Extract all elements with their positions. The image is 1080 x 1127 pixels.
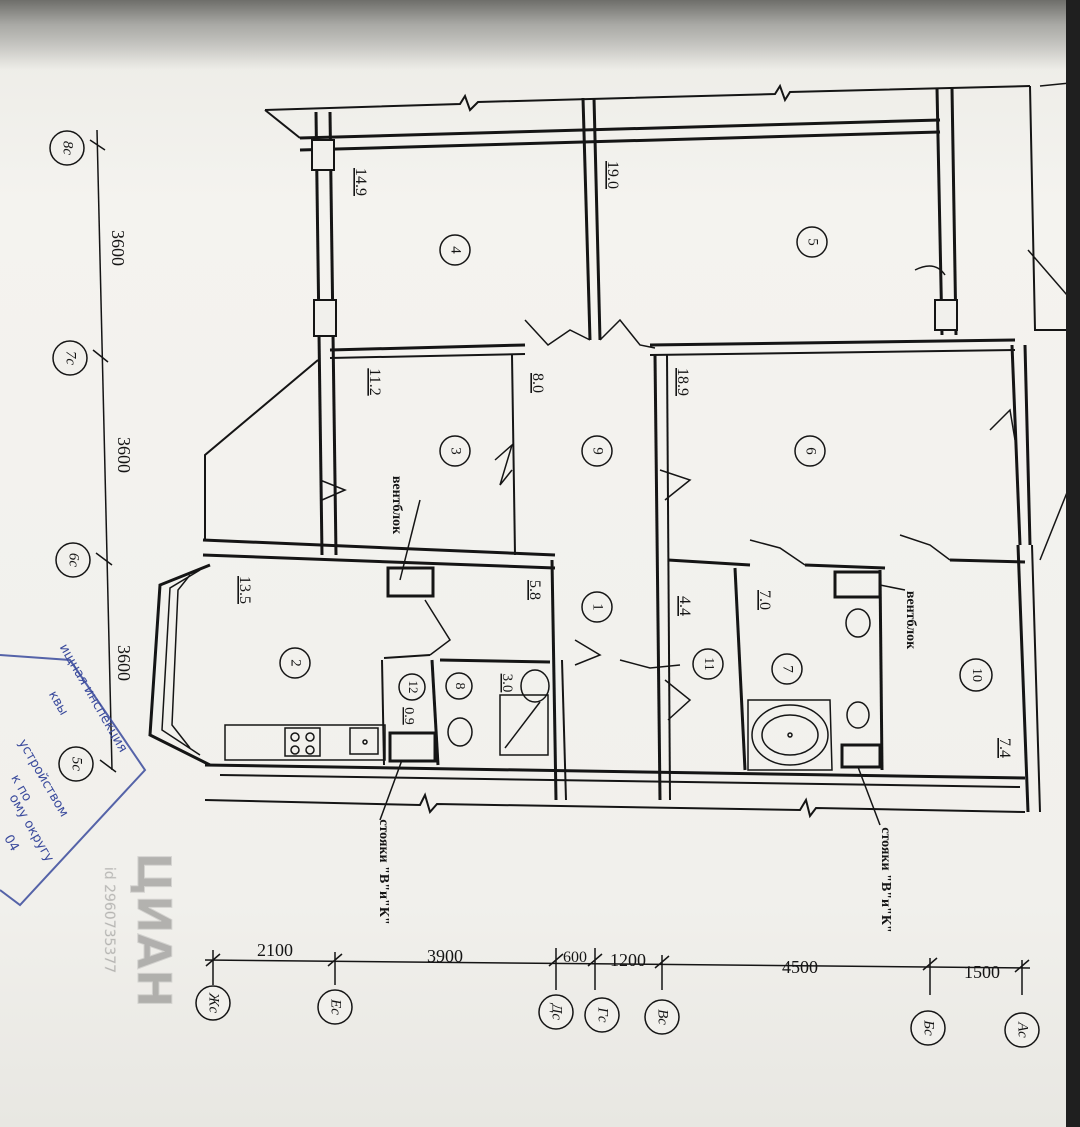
room-2-area: 13.5 — [236, 576, 253, 604]
svg-text:Бс: Бс — [921, 1019, 937, 1036]
room-10-area: 7.4 — [996, 738, 1013, 758]
svg-text:ЦИАН: ЦИАН — [127, 852, 181, 1007]
svg-text:6: 6 — [803, 447, 819, 455]
svg-text:7с: 7с — [63, 351, 79, 366]
room-6-number: 6 — [794, 435, 826, 467]
axis-zhc: Жс — [195, 985, 231, 1021]
ventblok-label-1: вентблок — [389, 476, 404, 535]
svg-text:04: 04 — [0, 832, 21, 854]
room-1-number: 1 — [581, 591, 613, 623]
svg-text:600: 600 — [563, 949, 587, 966]
stoyaki-label-1: стояки "В"и"К" — [376, 819, 391, 925]
svg-text:Гс: Гс — [595, 1006, 611, 1023]
room-9-number: 9 — [581, 435, 613, 467]
room-2-number: 2 — [279, 647, 311, 679]
stove — [284, 727, 321, 757]
svg-text:8с: 8с — [60, 141, 76, 156]
room-6-area: 18.9 — [674, 368, 691, 396]
axis-ec: Ес — [317, 989, 353, 1025]
axis-7c: 7с — [52, 340, 88, 376]
svg-text:2: 2 — [288, 659, 304, 667]
ventblok-label-2: вентблок — [903, 591, 918, 650]
room-areas: 5.8 13.5 11.2 14.9 19.0 18.9 7.0 3.0 8.0… — [236, 161, 1013, 758]
room-5-area: 19.0 — [604, 161, 621, 189]
stoyaki-label-2: стояки "В"и"К" — [878, 827, 893, 933]
svg-text:12: 12 — [406, 681, 421, 694]
axis-8c: 8с — [49, 130, 85, 166]
svg-text:6с: 6с — [66, 553, 82, 568]
svg-text:9: 9 — [590, 447, 606, 455]
axis-markers-bottom: Жс Ес Дс Гс Вс Бс — [195, 985, 1040, 1048]
room-9-area: 8.0 — [529, 373, 546, 393]
axis-6c: 6с — [55, 542, 91, 578]
room-7-number: 7 — [771, 653, 803, 685]
svg-text:3600: 3600 — [108, 230, 128, 266]
room-5-number: 5 — [796, 226, 828, 258]
sink — [349, 727, 379, 755]
ventblok-1-shaft — [386, 566, 435, 598]
svg-text:Ес: Ес — [328, 998, 344, 1015]
svg-text:Ас: Ас — [1015, 1021, 1031, 1038]
cian-watermark: ЦИАН id 2960735377 — [101, 852, 182, 1008]
room-3-area: 11.2 — [366, 368, 383, 395]
walls — [148, 81, 1080, 819]
svg-text:3: 3 — [448, 447, 464, 455]
svg-text:квы: квы — [45, 688, 71, 718]
svg-text:4500: 4500 — [782, 957, 818, 977]
room-8-number: 8 — [445, 672, 473, 700]
svg-text:1200: 1200 — [610, 950, 646, 970]
svg-text:3600: 3600 — [114, 645, 134, 681]
svg-text:5: 5 — [805, 238, 821, 246]
axis-5c: 5с — [58, 746, 94, 782]
room-numbers: 1 2 3 4 5 6 7 — [279, 226, 993, 701]
svg-text:7: 7 — [780, 665, 796, 673]
room-3-number: 3 — [439, 435, 471, 467]
svg-text:id 2960735377: id 2960735377 — [101, 867, 117, 973]
axis-ac: Ас — [1004, 1012, 1040, 1048]
axis-dc: Дс — [538, 994, 574, 1030]
svg-text:Вс: Вс — [655, 1009, 671, 1025]
room-1-area: 5.8 — [526, 580, 543, 600]
room-11-number: 11 — [692, 648, 724, 680]
svg-text:5с: 5с — [69, 757, 85, 772]
axis-gc: Гс — [584, 997, 620, 1033]
svg-text:2100: 2100 — [257, 940, 293, 960]
room-4-number: 4 — [439, 234, 471, 266]
axis-vc: Вс — [644, 999, 680, 1035]
svg-text:1500: 1500 — [964, 962, 1000, 982]
svg-text:1: 1 — [590, 603, 606, 611]
svg-text:3900: 3900 — [427, 946, 463, 966]
dims-bottom-text: 2100 3900 600 1200 4500 1500 — [257, 940, 1000, 982]
fixtures — [224, 499, 906, 826]
room-11-area: 4.4 — [676, 596, 693, 616]
svg-text:11: 11 — [701, 657, 716, 670]
axis-markers-left: 8с 7с 6с 5с — [49, 130, 94, 782]
dimension-bottom — [204, 948, 1031, 995]
dimension-left — [89, 129, 117, 773]
svg-text:Дс: Дс — [549, 1002, 565, 1021]
svg-text:Жс: Жс — [206, 992, 222, 1014]
room-12-area: 0.9 — [401, 707, 416, 725]
dims-left-text: 3600 3600 3600 — [108, 230, 134, 681]
room-12-number: 12 — [398, 673, 426, 701]
doors — [319, 265, 1016, 721]
svg-text:4: 4 — [448, 246, 464, 254]
svg-text:8: 8 — [452, 683, 467, 690]
room-7-area: 7.0 — [756, 590, 773, 610]
annotations: вентблок вентблок стояки "В"и"К" стояки … — [376, 476, 918, 933]
photo-shadow — [0, 0, 1080, 70]
room-8-area: 3.0 — [499, 674, 515, 693]
room-4-area: 14.9 — [352, 168, 369, 196]
axis-bc: Бс — [910, 1010, 946, 1046]
svg-text:3600: 3600 — [114, 437, 134, 473]
svg-text:10: 10 — [969, 668, 984, 682]
photo-edge — [1066, 0, 1080, 1127]
room-10-number: 10 — [959, 658, 993, 692]
